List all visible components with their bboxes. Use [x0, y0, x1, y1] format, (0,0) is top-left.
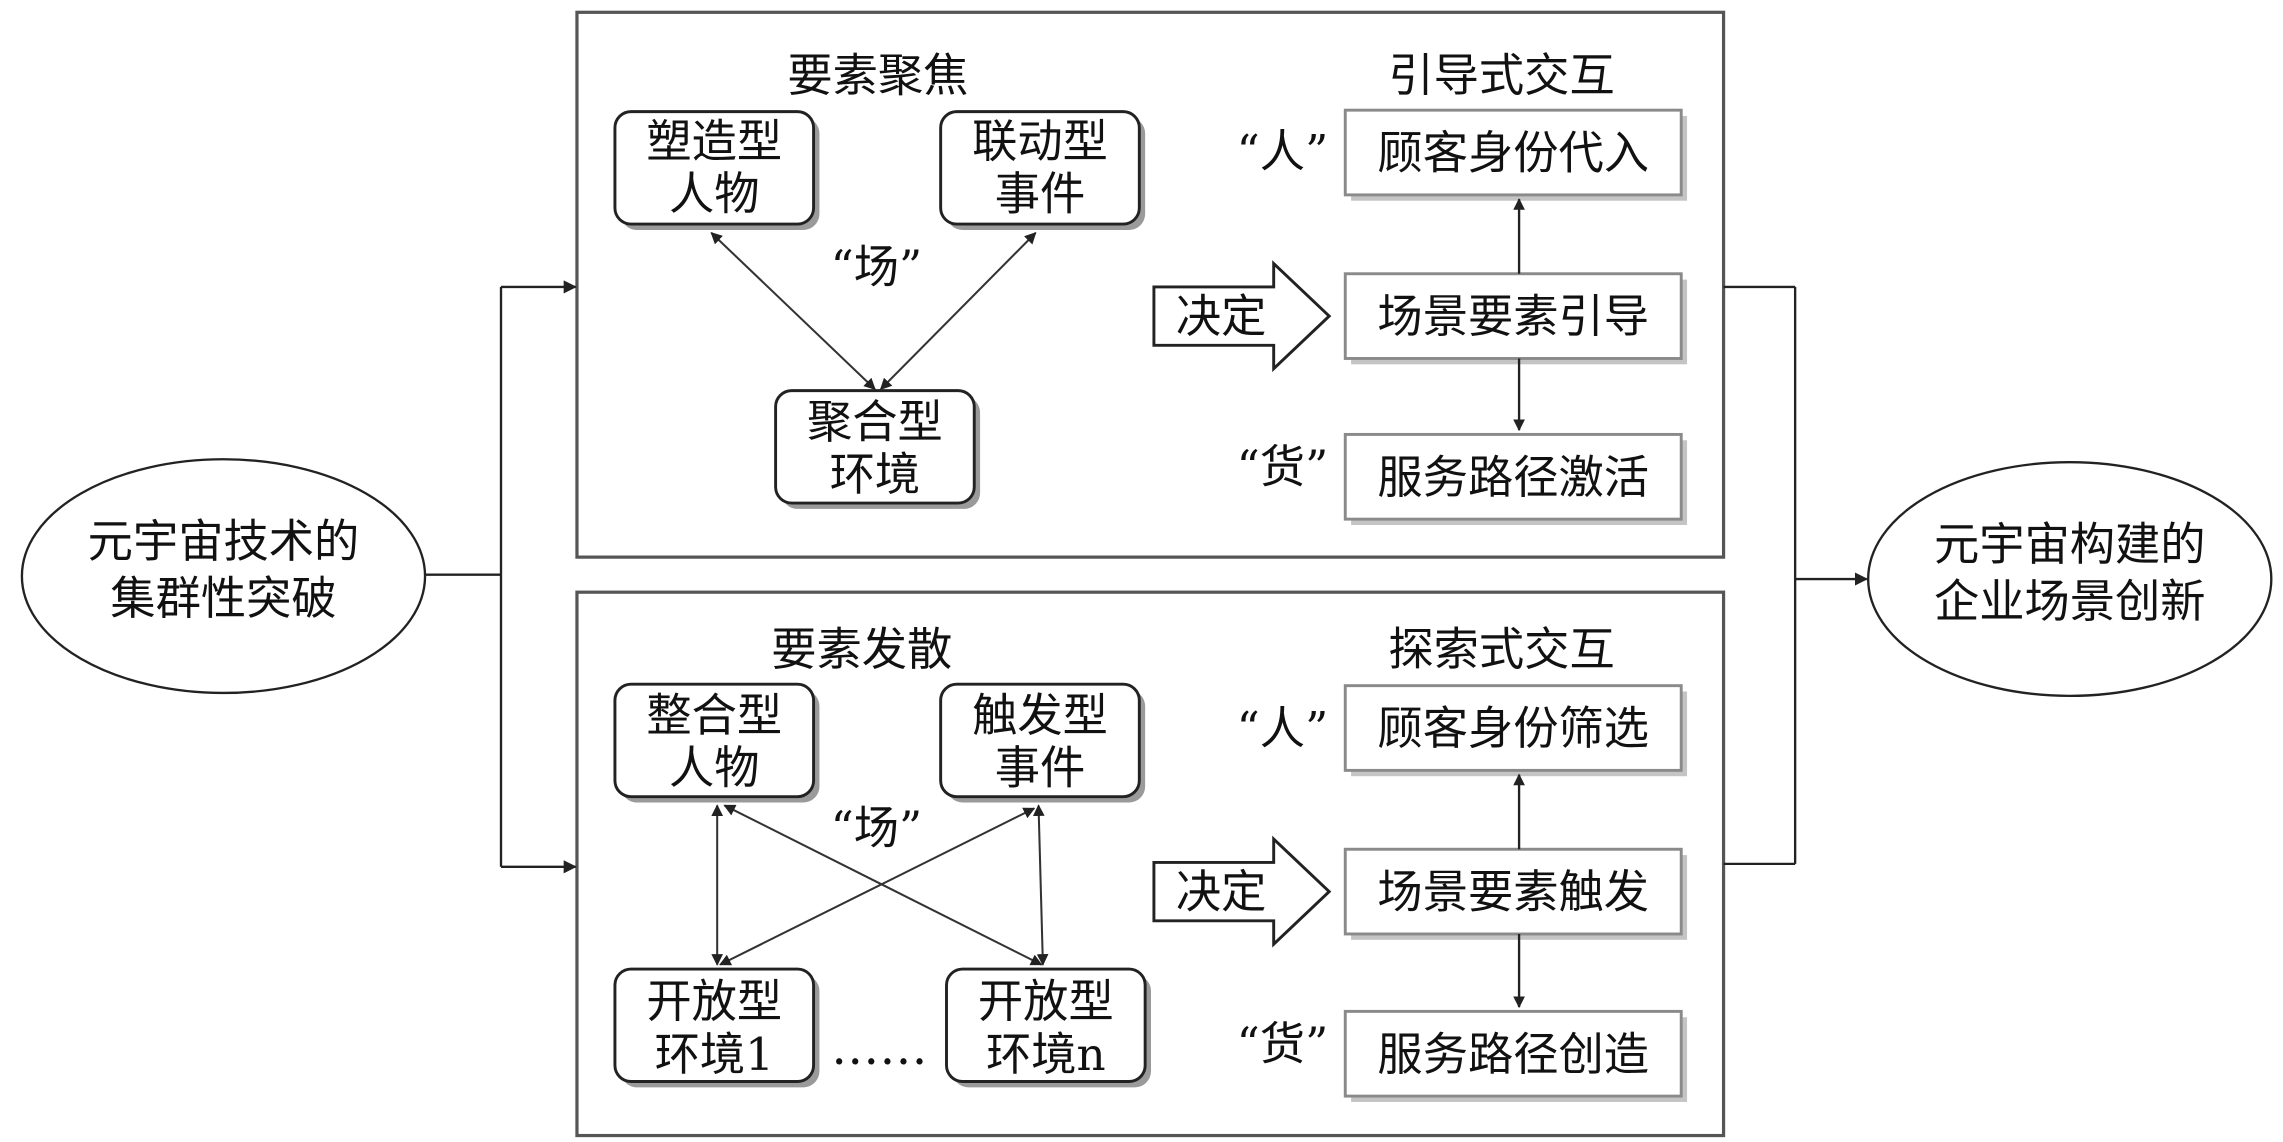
left-node-line2: 集群性突破	[110, 572, 336, 625]
top-step-top-box	[1343, 108, 1683, 197]
right-merge-connector	[1723, 285, 1869, 866]
top-decide-label: 决定	[1176, 290, 1267, 343]
bottom-goods-label: “货”	[1237, 1018, 1329, 1071]
bottom-env1-line2: 环境1	[655, 1028, 774, 1081]
right-node-line2: 企业场景创新	[1934, 575, 2206, 628]
bottom-envn-box	[945, 967, 1147, 1083]
bottom-envn-line2: 环境n	[986, 1028, 1106, 1081]
top-person-box	[613, 110, 816, 226]
right-node-line1: 元宇宙构建的	[1934, 518, 2206, 571]
left-node-line1: 元宇宙技术的	[88, 515, 360, 568]
top-element-links	[710, 232, 1037, 390]
bottom-field-label: “场”	[831, 801, 923, 854]
bottom-element-links	[711, 804, 1049, 966]
top-left-title: 要素聚焦	[787, 49, 968, 102]
bottom-person-box	[613, 682, 816, 799]
bottom-step-top-box	[1343, 684, 1683, 772]
top-person-line2: 人物	[669, 167, 760, 220]
left-branch-connector	[425, 280, 577, 874]
bottom-env1-line1: 开放型	[646, 975, 782, 1028]
bottom-decide-label: 决定	[1176, 866, 1267, 919]
top-env-box	[774, 389, 976, 505]
bottom-people-label: “人”	[1237, 702, 1329, 755]
top-step-mid-text: 场景要素引导	[1377, 290, 1649, 343]
bottom-right-title: 探索式交互	[1388, 623, 1614, 676]
bottom-person-line2: 人物	[669, 742, 760, 795]
bottom-envn-line1: 开放型	[978, 975, 1114, 1028]
top-event-line1: 联动型	[972, 115, 1108, 168]
bottom-ellipsis: ……	[831, 1020, 927, 1076]
bottom-step-mid-text: 场景要素触发	[1377, 866, 1649, 919]
right-node-ellipse	[1867, 461, 2273, 698]
top-env-line1: 聚合型	[807, 395, 943, 448]
top-event-box	[939, 110, 1141, 226]
top-goods-label: “货”	[1237, 441, 1329, 494]
top-step-top-text: 顾客身份代入	[1377, 127, 1649, 180]
top-field-label: “场”	[831, 241, 923, 294]
top-people-label: “人”	[1237, 125, 1329, 178]
top-env-line2: 环境	[830, 448, 921, 501]
bottom-event-line2: 事件	[995, 742, 1086, 795]
bottom-event-line1: 触发型	[972, 689, 1108, 742]
bottom-decide-arrow	[1152, 835, 1332, 948]
left-node-ellipse	[20, 458, 427, 695]
bottom-step-bottom-box	[1343, 1009, 1683, 1098]
top-step-mid-box	[1343, 272, 1683, 360]
top-right-title: 引导式交互	[1388, 49, 1614, 102]
top-step-bottom-box	[1343, 432, 1683, 521]
bottom-event-box	[939, 682, 1141, 799]
top-person-line1: 塑造型	[646, 115, 782, 168]
bottom-left-title: 要素发散	[771, 623, 952, 676]
bottom-step-mid-box	[1343, 847, 1683, 936]
top-decide-arrow	[1152, 260, 1332, 373]
bottom-env1-box	[613, 967, 816, 1083]
bottom-person-line1: 整合型	[646, 689, 782, 742]
bottom-step-top-text: 顾客身份筛选	[1377, 702, 1649, 755]
top-step-bottom-text: 服务路径激活	[1377, 451, 1649, 504]
top-event-line2: 事件	[995, 167, 1086, 220]
bottom-step-bottom-text: 服务路径创造	[1377, 1028, 1649, 1081]
